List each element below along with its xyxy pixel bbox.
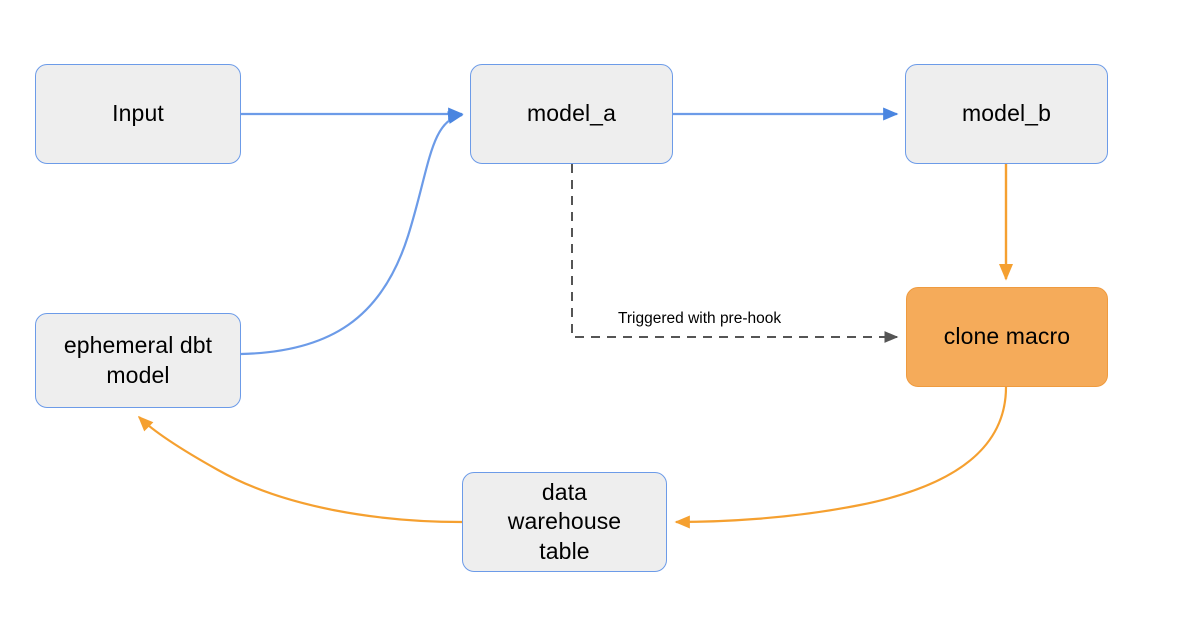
node-ephemeral-dbt-model-label: ephemeral dbt model: [63, 332, 213, 388]
node-data-warehouse-table-label: data warehouse table: [507, 478, 622, 564]
node-data-warehouse-table[interactable]: data warehouse table: [462, 472, 667, 572]
edge-ephemeral-to-model-a: [240, 111, 464, 356]
node-ephemeral-dbt-model[interactable]: ephemeral dbt model: [35, 313, 241, 408]
edge-label-pre-hook: Triggered with pre-hook: [618, 310, 782, 327]
node-clone-macro[interactable]: clone macro: [906, 287, 1108, 387]
edge-warehouse-to-ephemeral: [137, 415, 463, 524]
node-model-a-label: model_a: [527, 100, 616, 127]
node-input[interactable]: Input: [35, 64, 241, 164]
node-input-label: Input: [112, 100, 164, 127]
node-model-b-label: model_b: [962, 100, 1051, 127]
edge-clone-macro-to-warehouse: [674, 386, 1008, 529]
node-clone-macro-label: clone macro: [943, 323, 1071, 350]
node-model-b[interactable]: model_b: [905, 64, 1108, 164]
edge-model-a-to-clone-macro: [571, 164, 899, 343]
node-model-a[interactable]: model_a: [470, 64, 673, 164]
